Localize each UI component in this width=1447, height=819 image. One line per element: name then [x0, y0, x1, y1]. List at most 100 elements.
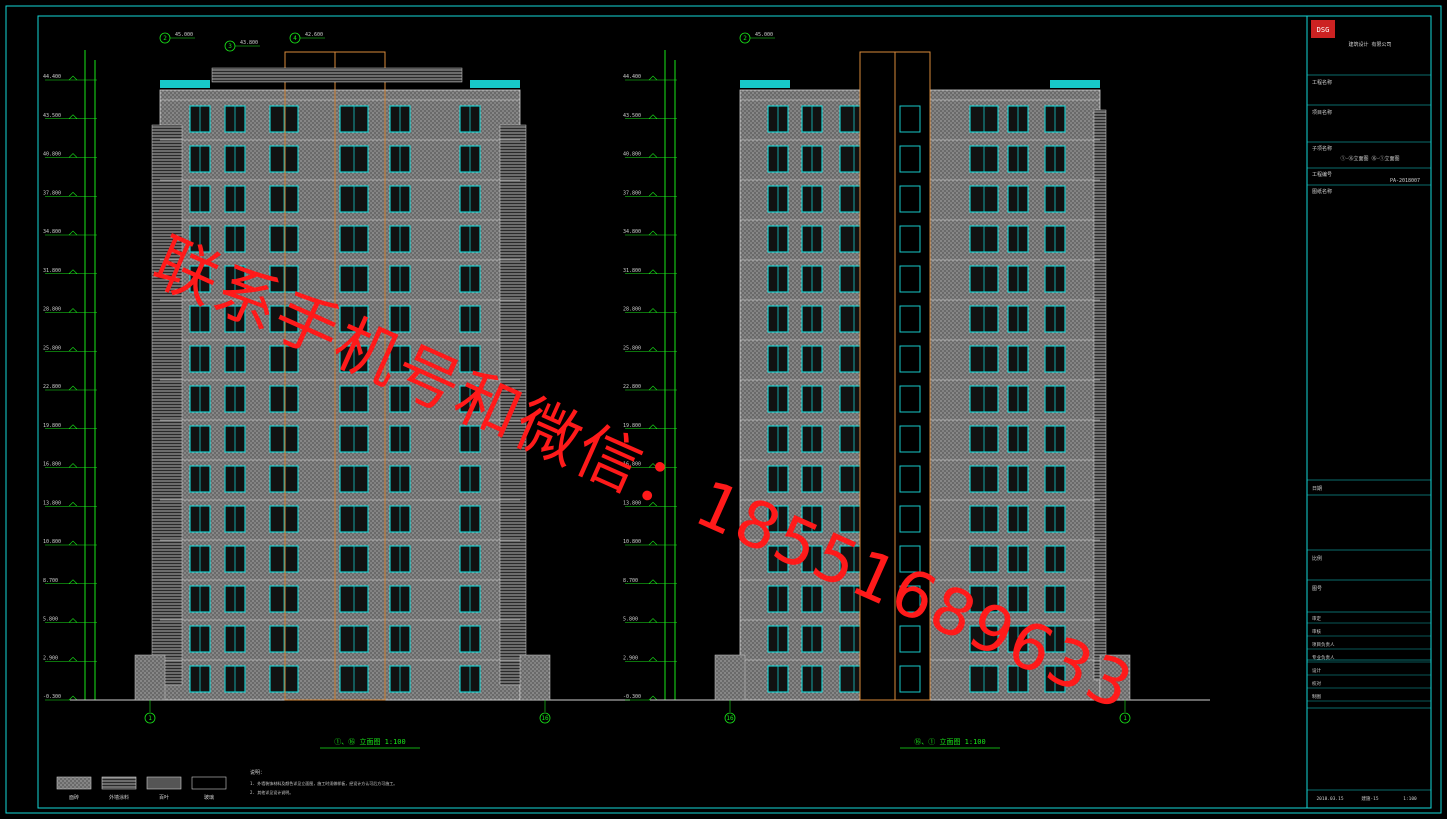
level-label: 19.800: [43, 423, 61, 429]
drawing-title: ①、⑯ 立面图 1:100: [334, 737, 406, 746]
stair-window: [899, 545, 921, 573]
elevation-left: 44.40043.50040.80037.80034.80031.80028.8…: [43, 32, 630, 749]
podium: [714, 654, 746, 701]
title-block-heading: 项目名称: [1312, 109, 1332, 116]
podium: [1099, 654, 1131, 701]
legend-swatch: [146, 776, 182, 790]
level-marker: [648, 191, 658, 197]
sign-row-label: 校对: [1312, 680, 1321, 687]
title-block-heading: 图号: [1312, 586, 1322, 592]
footer-cell: 建施-15: [1361, 795, 1378, 802]
level-label: 37.800: [623, 190, 641, 196]
level-label: 5.800: [623, 617, 638, 623]
legend-label: 百叶: [159, 794, 169, 801]
grid-tag-label: 42.600: [305, 32, 323, 38]
legend-swatch: [191, 776, 227, 790]
level-marker: [68, 191, 78, 197]
level-marker: [648, 501, 658, 507]
level-marker: [68, 114, 78, 119]
axis-label: 1: [1123, 715, 1127, 722]
level-marker: [648, 656, 658, 662]
level-marker: [68, 695, 78, 701]
legend-swatch: [56, 776, 92, 790]
level-label: 10.800: [623, 539, 641, 545]
level-marker: [68, 656, 78, 662]
stair-window: [899, 225, 921, 253]
axis-bubble: [144, 712, 156, 724]
axis-label: 16: [726, 715, 734, 722]
level-label: 40.800: [623, 152, 641, 158]
level-marker: [648, 695, 658, 701]
level-marker: [68, 501, 78, 507]
level-marker: [68, 75, 78, 81]
axis-label: 16: [541, 715, 549, 722]
podium: [134, 654, 166, 701]
level-label: 22.800: [43, 384, 61, 390]
parapet-strip: [1050, 80, 1100, 88]
louver-band-right: [1093, 109, 1107, 681]
level-marker: [68, 463, 78, 468]
stair-window: [899, 305, 921, 333]
level-label: 34.800: [623, 229, 641, 235]
sign-row-label: 制图: [1312, 693, 1321, 700]
level-label: 8.700: [43, 578, 58, 584]
level-marker: [68, 153, 78, 158]
level-marker: [68, 540, 78, 546]
level-label: 16.800: [623, 462, 641, 468]
title-block-heading: 图纸名称: [1312, 188, 1332, 195]
level-label: 2.900: [43, 655, 58, 661]
parapet-strip: [470, 80, 520, 88]
project-number: PA-2018007: [1390, 178, 1420, 184]
parapet-strip: [160, 80, 210, 88]
level-label: 34.800: [43, 229, 61, 235]
parapet-strip: [740, 80, 790, 88]
grid-tag-number: 2: [163, 35, 167, 42]
level-label: 22.800: [623, 384, 641, 390]
level-label: 16.800: [43, 462, 61, 468]
level-label: -0.300: [623, 694, 641, 700]
level-label: 25.800: [43, 345, 61, 351]
title-block-heading: 子项名称: [1312, 145, 1332, 152]
grid-tag-number: 3: [228, 43, 232, 50]
sign-row-label: 专业负责人: [1312, 654, 1335, 661]
company-name: 建筑设计 有限公司: [1348, 41, 1391, 48]
stair-window: [899, 425, 921, 453]
material-legend: 面砖外墙涂料百叶玻璃说明：1. 外墙装饰材料及颜色详见立面图，施工时须做样板，经…: [56, 769, 397, 801]
level-label: 8.700: [623, 578, 638, 584]
level-marker: [648, 308, 658, 313]
legend-label: 面砖: [69, 794, 79, 801]
level-label: 28.800: [43, 307, 61, 313]
level-label: 37.800: [43, 190, 61, 196]
axis-label: 1: [148, 715, 152, 722]
level-marker: [648, 424, 658, 429]
axis-bubble: [539, 712, 551, 724]
axis-bubble: [1119, 712, 1131, 724]
level-marker: [648, 540, 658, 546]
level-label: 13.800: [623, 500, 641, 506]
title-block-heading: 日期: [1312, 486, 1322, 492]
level-label: 28.800: [623, 307, 641, 313]
level-marker: [68, 618, 78, 623]
level-label: 44.400: [623, 74, 641, 80]
company-logo: [1311, 20, 1335, 38]
level-label: 2.900: [623, 655, 638, 661]
note-line: 2. 其他详见设计说明。: [250, 789, 293, 795]
stair-window: [899, 345, 921, 373]
level-label: 5.800: [43, 617, 58, 623]
stair-window: [899, 385, 921, 413]
sign-row-label: 审定: [1312, 615, 1321, 622]
level-marker: [648, 579, 658, 584]
sheet-inner-frame: [37, 15, 1432, 809]
stair-window: [899, 185, 921, 213]
level-label: 10.800: [43, 539, 61, 545]
level-marker: [648, 463, 658, 468]
level-label: 31.800: [623, 268, 641, 274]
level-marker: [68, 308, 78, 313]
level-marker: [68, 269, 78, 274]
louver-band-right: [499, 124, 527, 686]
legend-swatch: [101, 776, 137, 790]
level-label: 31.800: [43, 268, 61, 274]
stair-window: [899, 665, 921, 693]
sign-row-label: 设计: [1312, 667, 1321, 674]
